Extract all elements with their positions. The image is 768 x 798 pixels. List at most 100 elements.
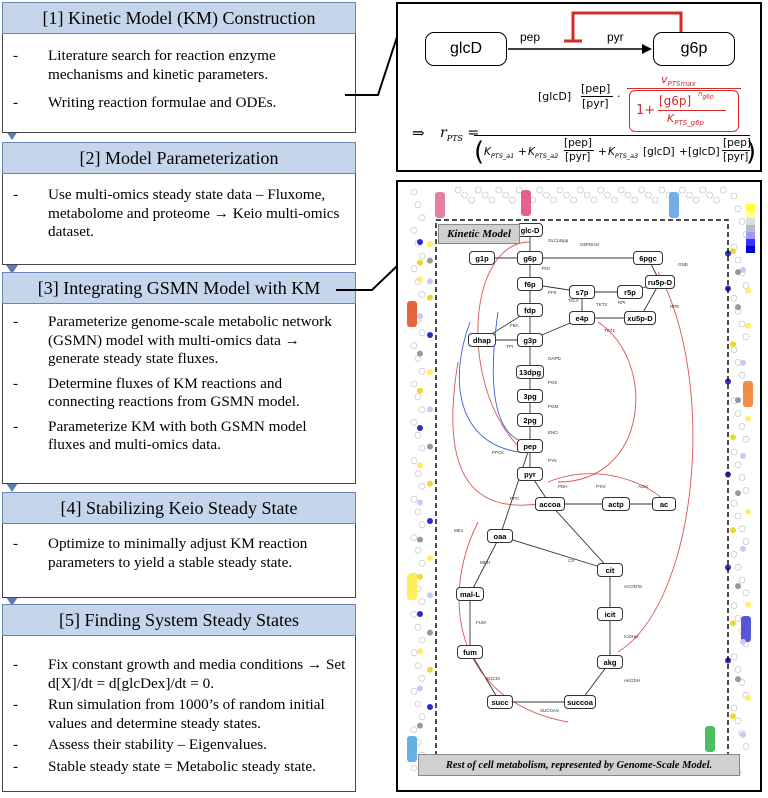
gsm-node	[410, 687, 418, 695]
arrow-label-pyr: pyr	[607, 30, 624, 44]
sat-k: KPTS_g6p	[667, 112, 704, 128]
reaction-edge	[469, 535, 501, 595]
step-3-body: -Parameterize genome-scale metabolic net…	[2, 304, 356, 484]
reaction-arrows	[508, 11, 683, 54]
gsm-dot	[730, 713, 736, 720]
den-plus-3: +	[679, 146, 688, 158]
gsm-dot	[417, 499, 423, 506]
gsm-node	[734, 461, 742, 469]
metabolite-icit: icit	[597, 607, 623, 621]
gsm-compartment	[743, 381, 753, 407]
gsm-node	[570, 196, 577, 204]
enzyme-label: PDH	[558, 484, 568, 489]
den-plus-2: +	[598, 146, 607, 158]
gsm-node	[475, 186, 482, 194]
gsm-node	[734, 205, 742, 213]
enzyme-label: FBA	[510, 323, 519, 328]
gsm-node	[679, 186, 686, 194]
gsm-node	[410, 419, 418, 426]
gsm-node	[410, 265, 418, 273]
gsm-node	[738, 320, 746, 328]
gsm-node	[418, 598, 426, 605]
gsm-node	[418, 483, 426, 490]
gsm-dot	[740, 452, 746, 459]
gsm-node	[515, 186, 523, 194]
den-k2: KPTS_a2	[528, 146, 559, 161]
enzyme-label: GLCptspp	[548, 238, 569, 243]
gsm-node	[719, 186, 727, 194]
step-5-bullet-4: -Stable steady state = Metabolic steady …	[13, 757, 316, 775]
gsm-node	[590, 196, 598, 204]
gsm-node	[410, 227, 418, 234]
enzyme-label: SUCOAS	[540, 708, 559, 713]
gsm-dot	[417, 276, 423, 283]
gsm-node	[556, 186, 564, 194]
gsm-dot	[427, 666, 433, 673]
gsm-node	[617, 186, 625, 194]
metabolite-13dpg: 13dpg	[516, 365, 544, 379]
num-pyr: [pyr]	[582, 97, 609, 110]
gsm-node	[734, 512, 742, 520]
metabolite-fum: fum	[457, 645, 483, 659]
gsm-dot	[730, 620, 736, 627]
metabolite-oaa: oaa	[487, 529, 513, 543]
gsm-node	[734, 615, 742, 622]
gsm-node	[414, 662, 422, 669]
num-pep: [pep]	[581, 82, 611, 95]
gsm-node	[583, 191, 591, 199]
gsm-node	[706, 191, 713, 199]
gsm-node	[738, 525, 746, 533]
regulation-edge	[547, 473, 669, 505]
heat-legend-cell	[746, 204, 755, 211]
arrow-4-5	[6, 597, 18, 606]
gsm-dot	[730, 341, 736, 348]
gsm-dot	[427, 332, 433, 338]
reaction-edge	[549, 503, 611, 571]
enzyme-label: PYK	[548, 458, 557, 463]
gsm-node	[495, 186, 503, 194]
gsm-node	[410, 380, 418, 388]
enzyme-label: GND	[678, 262, 689, 267]
gsm-node	[597, 186, 605, 194]
node-glcD: glcD	[425, 32, 507, 66]
metabolite-f6p: f6p	[517, 277, 543, 291]
gsm-node	[611, 196, 618, 204]
heat-legend-cell	[746, 218, 755, 225]
gsm-node	[742, 538, 750, 545]
metabolite-akg: akg	[597, 655, 623, 669]
gsm-dot	[730, 527, 736, 534]
reaction-edge	[499, 445, 531, 537]
gsm-node	[730, 448, 738, 456]
metabolite-cit: cit	[597, 563, 623, 577]
heat-legend-cell	[746, 246, 755, 253]
enzyme-label: ME1	[454, 528, 464, 533]
step-1-bullet-2: -Writing reaction formulae and ODEs.	[13, 94, 277, 111]
gsm-node	[738, 576, 746, 584]
gsm-node	[577, 186, 584, 194]
gsm-dot	[427, 518, 433, 524]
gsm-node	[502, 191, 509, 199]
gsm-dot	[417, 387, 423, 394]
node-g6p: g6p	[653, 32, 735, 66]
gsm-node	[658, 186, 666, 194]
gsm-dot	[740, 359, 746, 366]
metabolite-g6p: g6p	[517, 251, 543, 265]
gsm-dot	[427, 704, 433, 710]
step-3-bullet-2: -Determine fluxes of KM reactions and co…	[13, 374, 300, 411]
gsm-node	[734, 256, 742, 264]
gsm-node	[738, 474, 746, 481]
metabolite-actp: actp	[602, 497, 630, 511]
gsm-dot	[417, 573, 423, 580]
gsm-node	[418, 291, 426, 298]
step-1-bullet-1: -Literature search for reaction enzyme m…	[13, 47, 276, 83]
gsm-compartment	[407, 736, 417, 762]
metabolite-g1p: g1p	[469, 251, 495, 265]
gsm-dot	[725, 250, 731, 257]
step-2-body: -Use multi-omics steady state data – Flu…	[2, 174, 356, 265]
gsm-node	[410, 188, 418, 196]
enzyme-label: ACONTa	[624, 584, 642, 589]
gsm-node	[742, 435, 750, 443]
gsm-node	[410, 342, 418, 349]
enzyme-label: PGM	[548, 404, 559, 409]
